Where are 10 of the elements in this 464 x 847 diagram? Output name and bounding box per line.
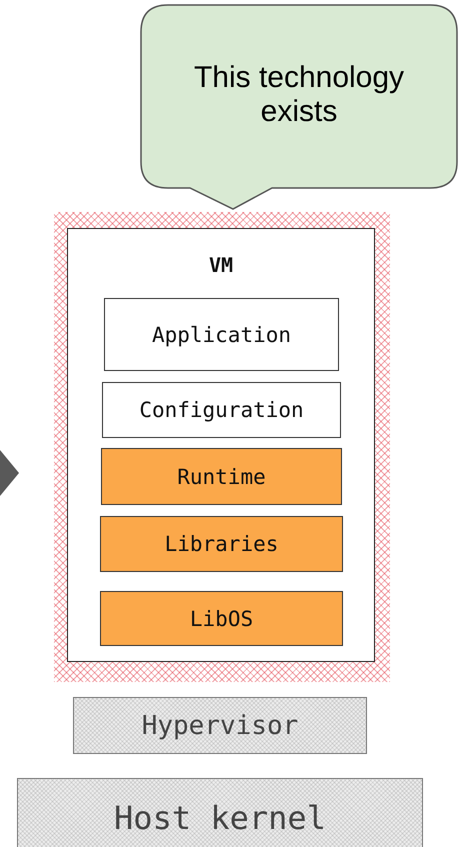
box-heading: VM: [208, 253, 234, 277]
layer-box: Configuration: [102, 382, 341, 438]
hatched-frame: [54, 212, 390, 682]
callout-text: This technology exists: [192, 61, 406, 129]
layer-box: Host kernel: [17, 778, 423, 847]
layer-box: LibOS: [100, 591, 343, 646]
layer-box: Runtime: [101, 448, 342, 505]
layer-box: Application: [104, 298, 339, 371]
layer-box: Hypervisor: [73, 697, 367, 754]
layer-box: Libraries: [100, 516, 343, 572]
